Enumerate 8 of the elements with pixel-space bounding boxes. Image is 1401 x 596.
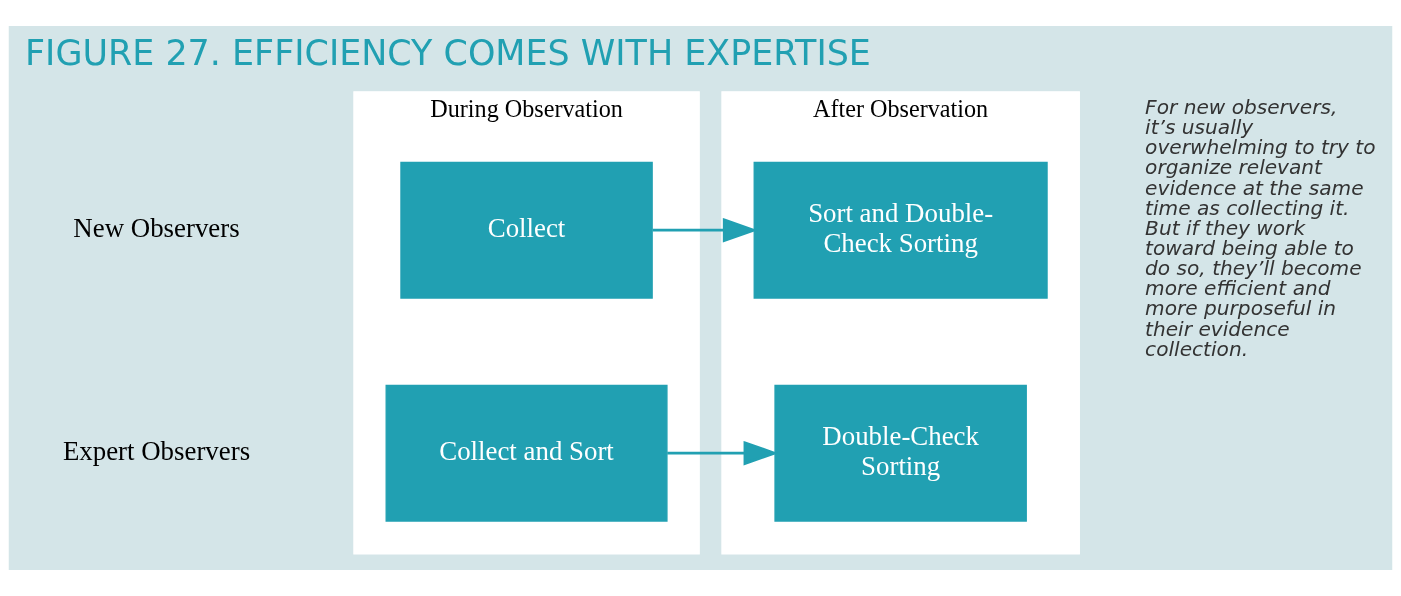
node-box: Collect bbox=[400, 161, 653, 299]
node-box: Collect and Sort bbox=[385, 384, 668, 522]
label: New Observers bbox=[73, 212, 240, 243]
node-box: Double-Check Sorting bbox=[774, 384, 1027, 522]
diagram-title: FIGURE 27. EFFICIENCY COMES WITH EXPERTISE bbox=[25, 32, 871, 73]
label: Expert Observers bbox=[62, 435, 251, 466]
node-box: Sort and Double-Check Sorting bbox=[753, 161, 1048, 299]
label: For new observers, it’s usually overwhelming to try to organize relevant evidence at the same time as collecting it. But if they work toward being able to do so, they’ll become more efficient and more purposeful in their evidence collection. bbox=[1145, 94, 1376, 361]
